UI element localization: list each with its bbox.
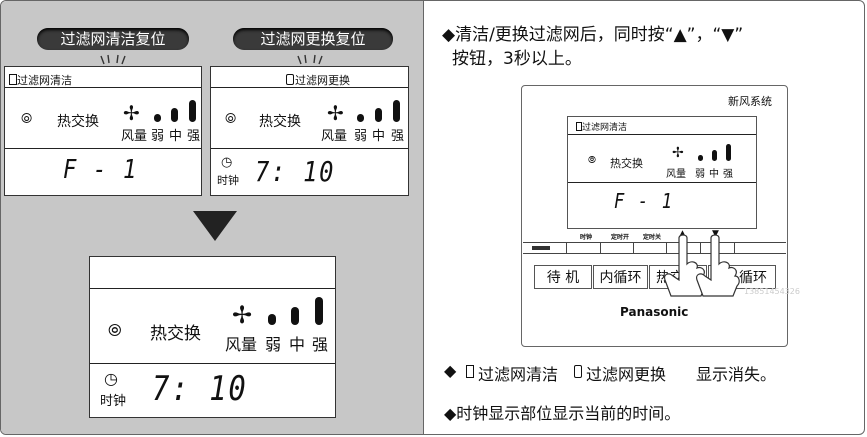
note-disappear-text: 显示消失。 (696, 365, 777, 384)
instruction-line-1: ◆清洁/更换过滤网后，同时按“▲”，“▼” (442, 25, 744, 45)
instruction-line-2: 按钮，3秒以上。 (452, 49, 582, 69)
fan-level-weak-bar (357, 114, 364, 122)
fan-level-weak-bar (698, 155, 703, 161)
lcd-header-text: 过滤网清洁 (17, 74, 72, 87)
fan-level-mid-bar (712, 150, 717, 161)
fan-weak-label: 弱 (151, 129, 165, 144)
note-clock-current-time: ◆时钟显示部位显示当前的时间。 (444, 404, 681, 423)
watermark-text: 13851454326 (744, 287, 800, 296)
key-label-off-timer: 定时关 (643, 234, 662, 241)
error-code-display: F - 1 (63, 155, 139, 185)
note-bullet: ◆ (444, 361, 457, 380)
lcd-filter-clean: 过滤网清洁 ⦾ 热交换 ✢ 风量 弱 中 强 F - 1 (4, 66, 202, 196)
heat-exchange-icon: ⦾ (225, 111, 237, 127)
flash-marks-icon (297, 54, 323, 65)
heat-exchange-label: 热交换 (259, 114, 301, 130)
key-label-on-timer: 定时开 (611, 234, 630, 241)
heat-exchange-label: 热交换 (57, 114, 99, 130)
fan-level-strong-bar (315, 297, 323, 325)
heat-exchange-label: 热交换 (150, 324, 201, 344)
fan-mid-label: 中 (169, 129, 183, 144)
pill-replace-reset: 过滤网更换复位 (233, 28, 393, 50)
fan-icon: ✢ (672, 145, 684, 161)
fan-level-weak-bar (154, 114, 161, 122)
brand-logo: Panasonic (620, 305, 689, 319)
heat-exchange-icon: ⦾ (108, 321, 122, 341)
fan-level-mid-bar (375, 108, 382, 122)
fan-icon: ✢ (327, 101, 344, 125)
fan-icon: ✢ (123, 101, 140, 125)
fan-weak-label: 弱 (695, 169, 705, 180)
fan-level-mid-bar (291, 307, 299, 325)
lcd-result: ⦾ 热交换 ✢ 风量 弱 中 强 ◷ 时钟 7: 10 (89, 256, 336, 418)
fan-level-strong-bar (189, 100, 196, 122)
filter-replace-icon (286, 74, 294, 85)
heat-exchange-icon: ⦾ (21, 111, 33, 127)
fan-strong-label: 强 (391, 129, 405, 144)
lcd-filter-replace: 过滤网更换 ⦾ 热交换 ✢ 风量 弱 中 强 ◷ 时钟 7: 10 (210, 66, 409, 196)
note-filter-replace-label: 过滤网更换 (586, 365, 667, 384)
fan-mid-label: 中 (709, 169, 719, 180)
fan-weak-label: 弱 (354, 129, 368, 144)
standby-button[interactable]: 待 机 (534, 265, 592, 289)
lcd-header-text: 过滤网更换 (295, 74, 350, 87)
fan-strong-label: 强 (723, 169, 733, 180)
filter-clean-icon (9, 74, 17, 85)
key-label-up: ▲ (679, 229, 686, 239)
note-display-disappears: ◆ 过滤网清洁 过滤网更换 显示消失。 (444, 361, 776, 384)
fan-mid-label: 中 (289, 335, 306, 354)
arrow-down-icon (193, 211, 237, 241)
key-label-down: ▼ (712, 229, 719, 239)
fan-strong-label: 强 (187, 129, 201, 144)
fan-weak-label: 弱 (265, 335, 282, 354)
fan-level-weak-bar (268, 314, 276, 325)
clock-time-display: 7: 10 (152, 369, 248, 409)
fan-label: 风量 (666, 169, 686, 180)
key-strip (523, 242, 786, 254)
device-title: 新风系统 (728, 95, 772, 108)
filter-clean-icon (576, 122, 582, 131)
note-filter-clean-label: 过滤网清洁 (478, 365, 559, 384)
pill-clean-reset: 过滤网清洁复位 (37, 28, 189, 50)
fan-mid-label: 中 (372, 129, 386, 144)
filter-replace-icon (574, 365, 582, 378)
fan-icon: ✢ (232, 301, 253, 329)
heat-exchange-icon: ⦾ (588, 155, 596, 166)
controller-device: 新风系统 过滤网清洁 ⦾ 热交换 ✢ 风量 弱 中 强 F - 1 时钟 定时开… (521, 85, 800, 347)
fan-label: 风量 (121, 129, 148, 144)
key-label-clock: 时钟 (580, 234, 593, 241)
fan-strong-label: 强 (312, 335, 329, 354)
clock-icon: ◷ (104, 369, 118, 388)
heat-exchange-label: 热交换 (610, 157, 643, 170)
flash-marks-icon (100, 54, 126, 65)
device-lcd-header: 过滤网清洁 (582, 123, 628, 133)
device-lcd: 过滤网清洁 ⦾ 热交换 ✢ 风量 弱 中 强 F - 1 (567, 116, 757, 229)
inner-circulation-button[interactable]: 内循环 (593, 265, 648, 289)
fan-label: 风量 (225, 335, 258, 354)
error-code-display: F - 1 (614, 189, 674, 213)
fan-level-strong-bar (393, 100, 400, 122)
filter-clean-icon (466, 365, 474, 378)
fan-level-mid-bar (171, 108, 178, 122)
clock-time-display: 7: 10 (255, 155, 336, 188)
fan-level-strong-bar (726, 144, 731, 161)
indicator-led (532, 246, 550, 250)
pressing-hands-icon (664, 234, 740, 297)
clock-icon: ◷ (221, 155, 233, 170)
clock-label: 时钟 (100, 394, 127, 409)
fan-label: 风量 (321, 129, 348, 144)
clock-label: 时钟 (217, 174, 239, 187)
